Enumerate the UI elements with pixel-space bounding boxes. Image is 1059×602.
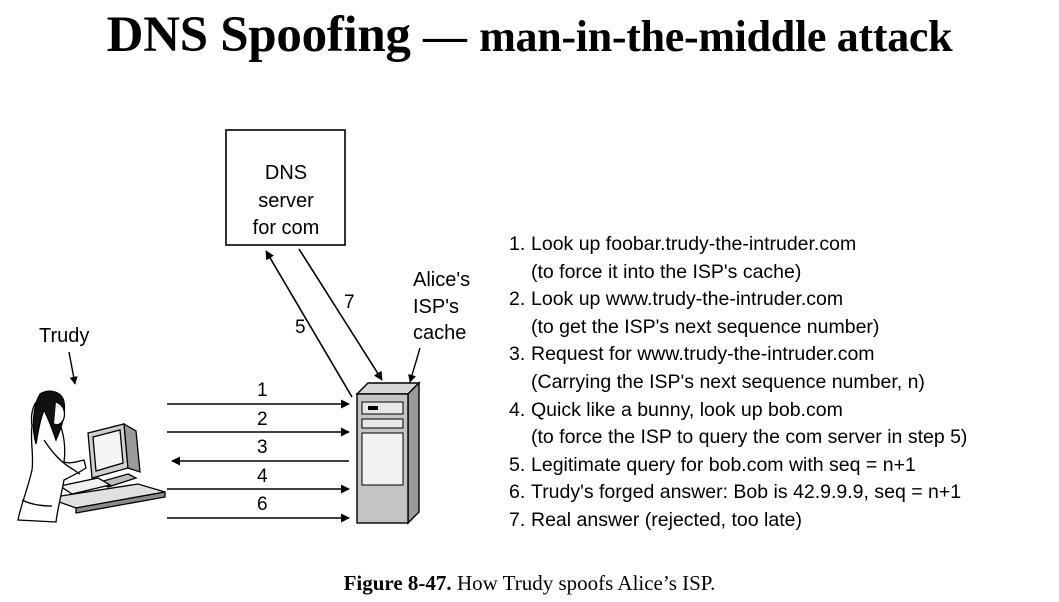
arrow-5-label: 5	[295, 317, 306, 338]
isp-label-1: Alice's	[413, 269, 470, 291]
step-text: Look up www.trudy-the-intruder.com	[531, 288, 844, 311]
arrow-4-label: 4	[257, 466, 268, 487]
step-number: 5.	[509, 453, 526, 476]
dns-server-label-2: server	[258, 190, 314, 212]
step-text: Real answer (rejected, too late)	[531, 508, 802, 531]
arrow-2-label: 2	[257, 409, 268, 430]
step-detail: (Carrying the ISP's next sequence number…	[531, 370, 925, 393]
step-number: 3.	[509, 343, 526, 366]
title-separator: —	[423, 12, 467, 61]
arrow-3-label: 3	[257, 437, 268, 458]
step-item: 1.Look up foobar.trudy-the-intruder.com	[509, 231, 967, 259]
arrow-1-label: 1	[257, 380, 268, 401]
isp-server-icon	[355, 381, 421, 525]
step-text: Look up foobar.trudy-the-intruder.com	[531, 233, 857, 255]
figure-caption: Figure 8-47. How Trudy spoofs Alice’s IS…	[0, 571, 1059, 596]
step-text: Legitimate query for bob.com with seq = …	[531, 453, 916, 476]
trudy-pointer-arrow	[68, 351, 78, 385]
trudy-label: Trudy	[39, 325, 89, 347]
trudy-computer-icon	[17, 390, 166, 523]
step-number: 1.	[509, 233, 526, 255]
arrow-7	[298, 248, 383, 381]
page-title: DNS Spoofing — man-in-the-middle attack	[0, 6, 1059, 64]
step-number: 7.	[509, 508, 526, 531]
step-item: 7.Real answer (rejected, too late)	[509, 507, 967, 535]
step-text: Request for www.trudy-the-intruder.com	[531, 343, 875, 366]
step-item: 2.Look up www.trudy-the-intruder.com	[509, 286, 967, 314]
step-number: 2.	[509, 288, 526, 311]
isp-pointer-arrow	[408, 347, 421, 383]
dns-server-box	[225, 129, 346, 246]
isp-label-2: ISP's	[413, 296, 459, 318]
arrow-7-label: 7	[344, 292, 355, 313]
arrow-5	[265, 250, 353, 398]
step-text: Trudy's forged answer: Bob is 42.9.9.9, …	[531, 481, 962, 504]
isp-label-3: cache	[413, 322, 466, 344]
dns-server-label-3: for com	[253, 217, 320, 239]
step-number: 6.	[509, 481, 526, 504]
dns-server-label-1: DNS	[265, 162, 307, 184]
step-item: 4.Quick like a bunny, look up bob.com	[509, 397, 967, 425]
step-item: 3.Request for www.trudy-the-intruder.com	[509, 341, 967, 369]
steps-list: 1.Look up foobar.trudy-the-intruder.com(…	[509, 231, 967, 535]
step-item: 5.Legitimate query for bob.com with seq …	[509, 452, 967, 480]
step-detail: (to get the ISP's next sequence number)	[531, 315, 880, 338]
title-main: DNS Spoofing	[106, 7, 411, 63]
title-sub: man-in-the-middle attack	[479, 12, 953, 61]
caption-text: How Trudy spoofs Alice’s ISP.	[456, 571, 716, 595]
step-text: Quick like a bunny, look up bob.com	[531, 398, 843, 421]
step-detail: (to force it into the ISP's cache)	[531, 260, 802, 283]
step-item: 6.Trudy's forged answer: Bob is 42.9.9.9…	[509, 479, 967, 507]
caption-label: Figure 8-47.	[343, 571, 452, 595]
arrow-6-label: 6	[257, 494, 268, 515]
step-detail: (to force the ISP to query the com serve…	[531, 426, 968, 449]
step-number: 4.	[509, 398, 526, 421]
